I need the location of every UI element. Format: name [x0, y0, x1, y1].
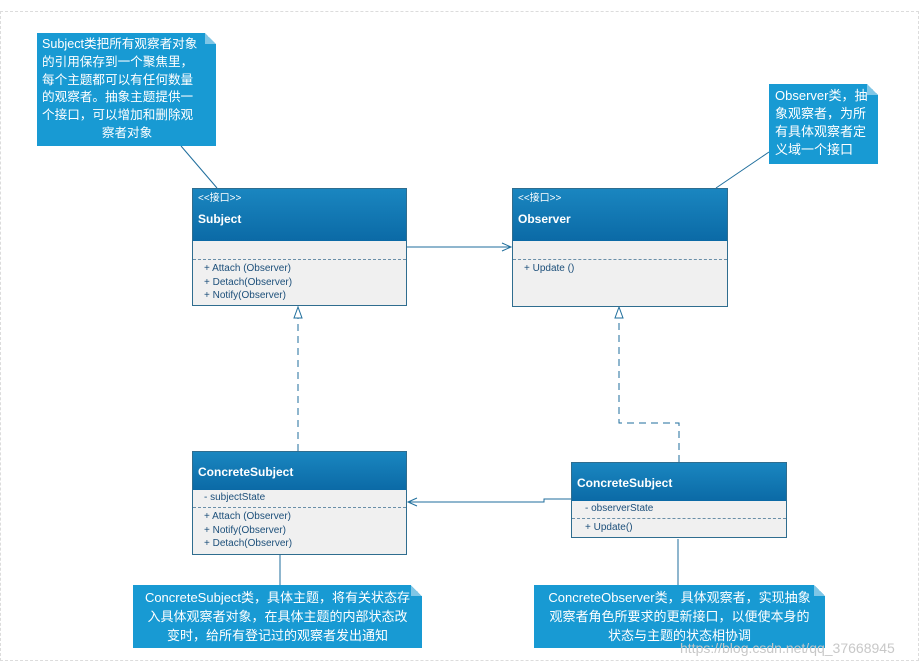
note-observer-line: 有具体观察者定 [775, 124, 867, 139]
note-subject-line: Subject类把所有观察者对象 [42, 37, 198, 51]
subject-op-notify: + Notify(Observer) [204, 290, 286, 301]
note-subject: Subject类把所有观察者对象 的引用保存到一个聚焦里， 每个主题都可以有任何… [37, 33, 216, 146]
subject-class-name: Subject [198, 212, 242, 226]
concrete-observer-op-update: + Update() [585, 522, 633, 533]
concrete-observer-class-header: ConcreteSubject [572, 463, 786, 501]
note-subject-line: 察者对象 [101, 125, 153, 140]
concrete-subject-class-name: ConcreteSubject [198, 465, 294, 479]
note-subject-line: 的引用保存到一个聚焦里， [42, 54, 194, 69]
note-observer-line: 义域一个接口 [775, 142, 854, 157]
note-concrete-observer-text: ConcreteObserver类，具体观察者，实现抽象 观察者角色所要求的更新… [538, 588, 821, 645]
observer-class[interactable]: <<接口>> Observer + Update () [512, 188, 728, 307]
realization-concrete-observer [618, 318, 680, 462]
concrete-subject-attributes: - subjectState [193, 490, 406, 508]
realization-arrowhead-subject [293, 305, 303, 319]
note-observer: Observer类，抽 象观察者，为所 有具体观察者定 义域一个接口 [769, 84, 878, 164]
concrete-subject-class[interactable]: ConcreteSubject - subjectState + Attach … [192, 451, 407, 555]
observer-attributes [513, 241, 727, 260]
note-concrete-subject: ConcreteSubject类，具体主题，将有关状态存 入具体观察者对象，在具… [133, 585, 422, 648]
association-concrete-observer-subject [406, 497, 571, 507]
concrete-subject-op-attach: + Attach (Observer) [204, 511, 291, 522]
note-observer-line: Observer类，抽 [775, 88, 868, 103]
concrete-observer-class-name: ConcreteSubject [577, 476, 673, 490]
subject-operations: + Attach (Observer) + Detach(Observer) +… [193, 260, 406, 303]
concrete-subject-op-notify: + Notify(Observer) [204, 524, 286, 536]
realization-arrowhead-observer [614, 305, 624, 319]
subject-attributes [193, 241, 406, 260]
diagram-canvas [0, 11, 919, 661]
note-anchor-subject [180, 145, 218, 189]
concrete-subject-operations: + Attach (Observer) + Notify(Observer) +… [193, 508, 406, 551]
concrete-observer-class[interactable]: ConcreteSubject - observerState + Update… [571, 462, 787, 538]
subject-stereotype: <<接口>> [198, 193, 242, 204]
observer-class-name: Observer [518, 212, 571, 226]
concrete-observer-operations: + Update() [572, 519, 786, 535]
note-fold-icon [814, 585, 825, 596]
observer-stereotype: <<接口>> [518, 193, 562, 204]
note-subject-line: 的观察者。抽象主题提供一 [42, 90, 194, 105]
subject-op-attach: + Attach (Observer) [204, 263, 291, 274]
note-subject-text: Subject类把所有观察者对象 的引用保存到一个聚焦里， 每个主题都可以有任何… [42, 36, 212, 143]
concrete-subject-class-header: ConcreteSubject [193, 452, 406, 490]
note-fold-icon [411, 585, 422, 596]
note-concrete-subject-line: 变时，给所有登记过的观察者发出通知 [166, 628, 388, 643]
note-observer-line: 象观察者，为所 [775, 106, 867, 121]
note-observer-text: Observer类，抽 象观察者，为所 有具体观察者定 义域一个接口 [775, 87, 874, 159]
concrete-observer-attr-state: - observerState [585, 503, 654, 514]
observer-operations: + Update () [513, 260, 727, 276]
note-subject-line: 每个主题都可以有任何数量 [42, 72, 194, 87]
note-concrete-observer-line: 状态与主题的状态相协调 [607, 628, 751, 643]
note-anchor-observer [715, 151, 770, 189]
subject-op-detach: + Detach(Observer) [204, 276, 293, 288]
concrete-observer-attributes: - observerState [572, 501, 786, 519]
note-concrete-observer-line: 观察者角色所要求的更新接口，以便使本身的 [549, 609, 810, 624]
concrete-subject-attr-state: - subjectState [204, 492, 266, 503]
note-concrete-subject-text: ConcreteSubject类，具体主题，将有关状态存 入具体观察者对象，在具… [137, 588, 418, 645]
subject-class-header: <<接口>> Subject [193, 189, 406, 241]
subject-class[interactable]: <<接口>> Subject + Attach (Observer) + Det… [192, 188, 407, 306]
note-concrete-subject-line: ConcreteSubject类，具体主题，将有关状态存 [144, 590, 411, 605]
note-concrete-observer: ConcreteObserver类，具体观察者，实现抽象 观察者角色所要求的更新… [534, 585, 825, 648]
note-concrete-subject-line: 入具体观察者对象，在具体主题的内部状态改 [147, 609, 408, 624]
note-subject-line: 个接口，可以增加和删除观 [42, 108, 194, 123]
note-fold-icon [867, 84, 878, 95]
note-fold-icon [205, 33, 216, 44]
watermark: https://blog.csdn.net/qq_37668945 [680, 640, 895, 656]
concrete-subject-op-detach: + Detach(Observer) [204, 538, 293, 549]
observer-class-header: <<接口>> Observer [513, 189, 727, 241]
observer-op-update: + Update () [524, 263, 575, 274]
note-concrete-observer-line: ConcreteObserver类，具体观察者，实现抽象 [548, 590, 811, 605]
